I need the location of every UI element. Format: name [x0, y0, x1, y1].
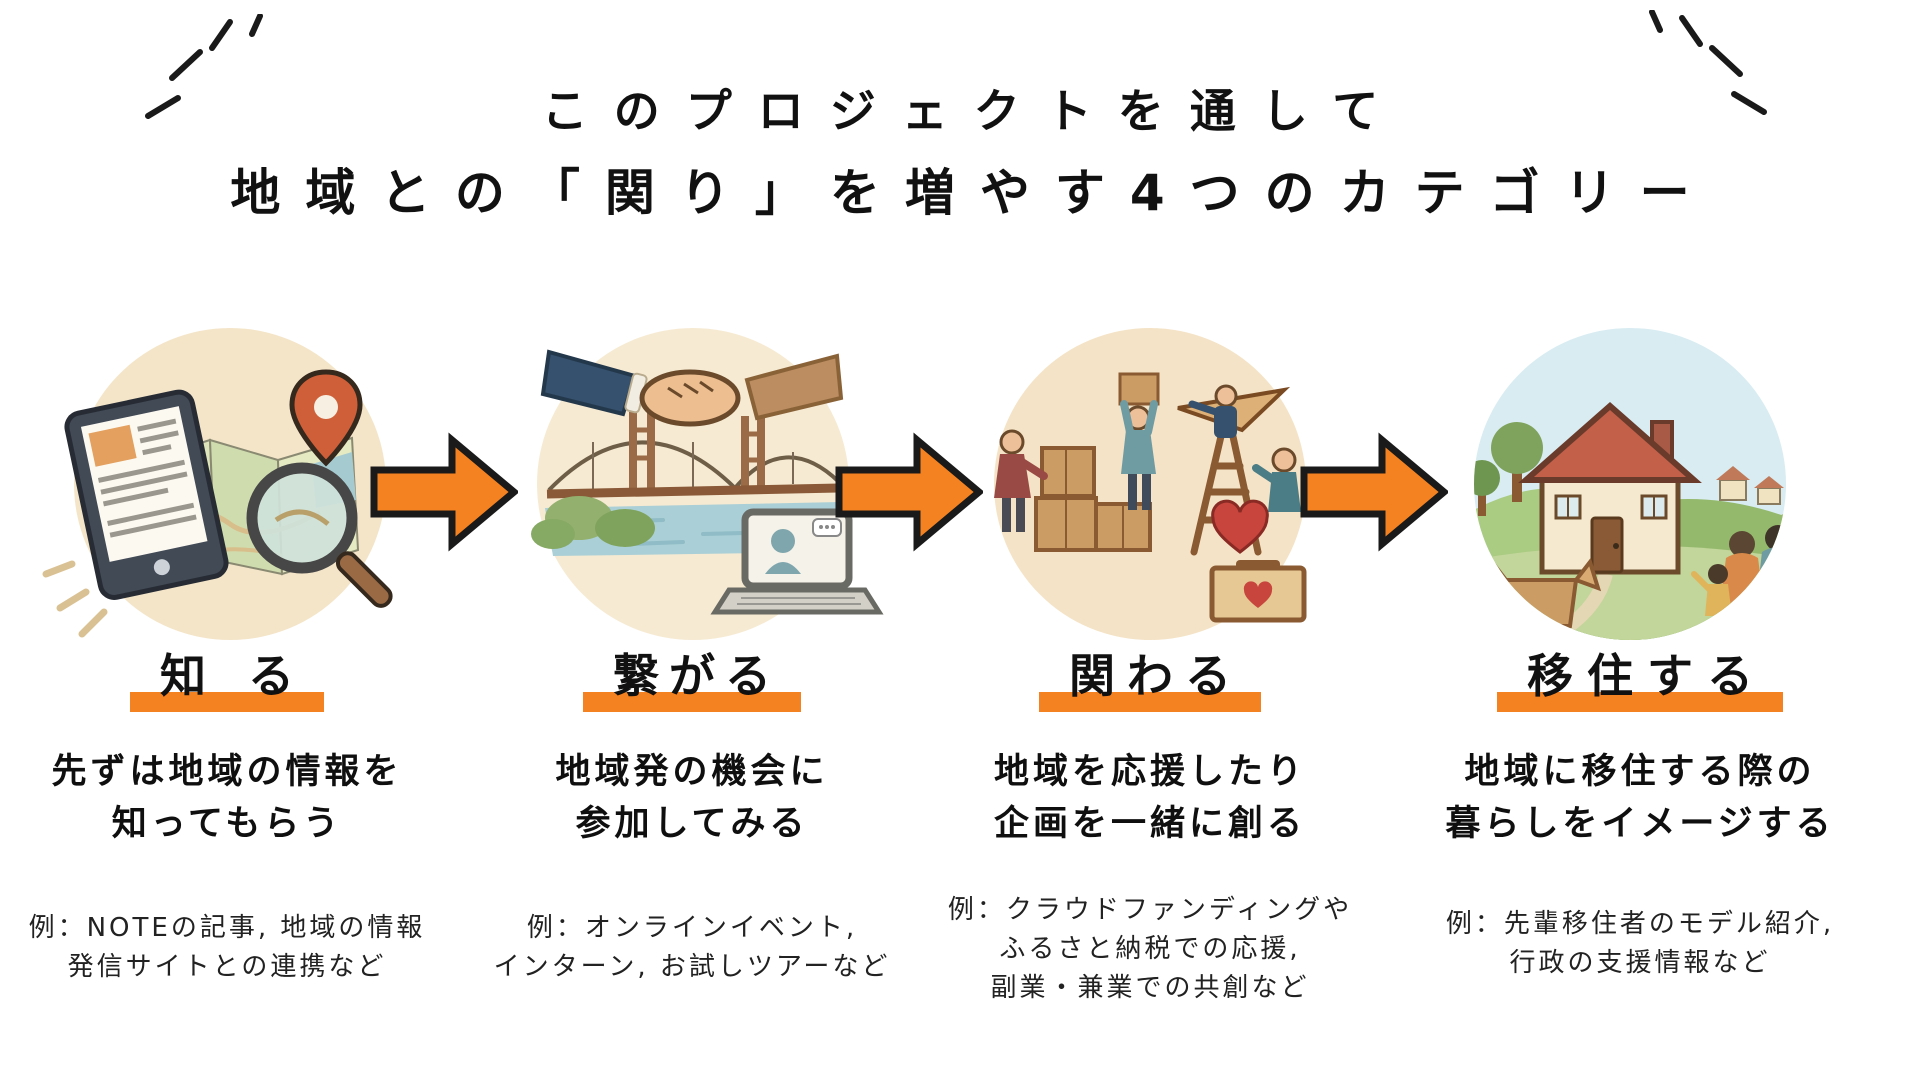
category-description: 先ずは地域の情報を 知ってもらう [51, 751, 403, 845]
house-family-village-illustration [1420, 312, 1840, 672]
category-know: 知る 先ずは地域の情報を 知ってもらう 例：NOTEの記事, 地域の情報 発信サ… [0, 648, 467, 987]
tablet-map-magnifier-pin-illustration [20, 312, 440, 672]
category-heading: 移住する [1497, 648, 1783, 712]
category-description: 地域を応援したり 企画を一緒に創る [993, 751, 1306, 845]
category-connect: 繋がる 地域発の機会に 参加してみる 例：オンラインイベント, インターン, お… [452, 648, 932, 987]
title-line-2: 地域との「関り」を増やす4つのカテゴリー [230, 164, 1715, 223]
category-description: 地域に移住する際の 暮らしをイメージする [1445, 751, 1835, 845]
right-arrow-icon [370, 432, 518, 552]
category-label: 知る [160, 649, 336, 703]
category-heading: 知る [130, 648, 324, 712]
category-example: 例：クラウドファンディングや ふるさと納税での応援, 副業・兼業での共創など [947, 894, 1353, 1003]
category-underline [130, 691, 324, 712]
category-underline [583, 691, 801, 712]
category-label: 繋がる [613, 649, 781, 703]
category-description: 地域発の機会に 参加してみる [555, 751, 829, 845]
burst-rays-icon [1649, 10, 1767, 115]
people-building-donation-heart-illustration [940, 312, 1360, 672]
category-label: 関わる [1069, 649, 1243, 703]
category-heading: 関わる [1039, 648, 1261, 712]
category-example: 例：NOTEの記事, 地域の情報 発信サイトとの連携など [28, 912, 426, 982]
category-example: 例：先輩移住者のモデル紹介, 行政の支援情報など [1445, 908, 1835, 978]
right-arrow-icon [1300, 432, 1448, 552]
right-arrow-icon [835, 432, 983, 552]
handshake-bridge-video-call-illustration [483, 312, 903, 672]
page-title: このプロジェクトを通して 地域との「関り」を増やす4つのカテゴリー [0, 84, 1920, 223]
title-line-1: このプロジェクトを通して [541, 84, 1405, 138]
category-migrate: 移住する 地域に移住する際の 暮らしをイメージする 例：先輩移住者のモデル紹介,… [1400, 648, 1880, 983]
category-heading: 繋がる [583, 648, 801, 712]
category-underline [1497, 691, 1783, 712]
category-label: 移住する [1527, 649, 1767, 703]
burst-rays-icon [145, 14, 263, 119]
category-involve: 関わる 地域を応援したり 企画を一緒に創る 例：クラウドファンディングや ふるさ… [910, 648, 1390, 1008]
category-example: 例：オンラインイベント, インターン, お試しツアーなど [493, 912, 891, 982]
category-underline [1039, 691, 1261, 712]
